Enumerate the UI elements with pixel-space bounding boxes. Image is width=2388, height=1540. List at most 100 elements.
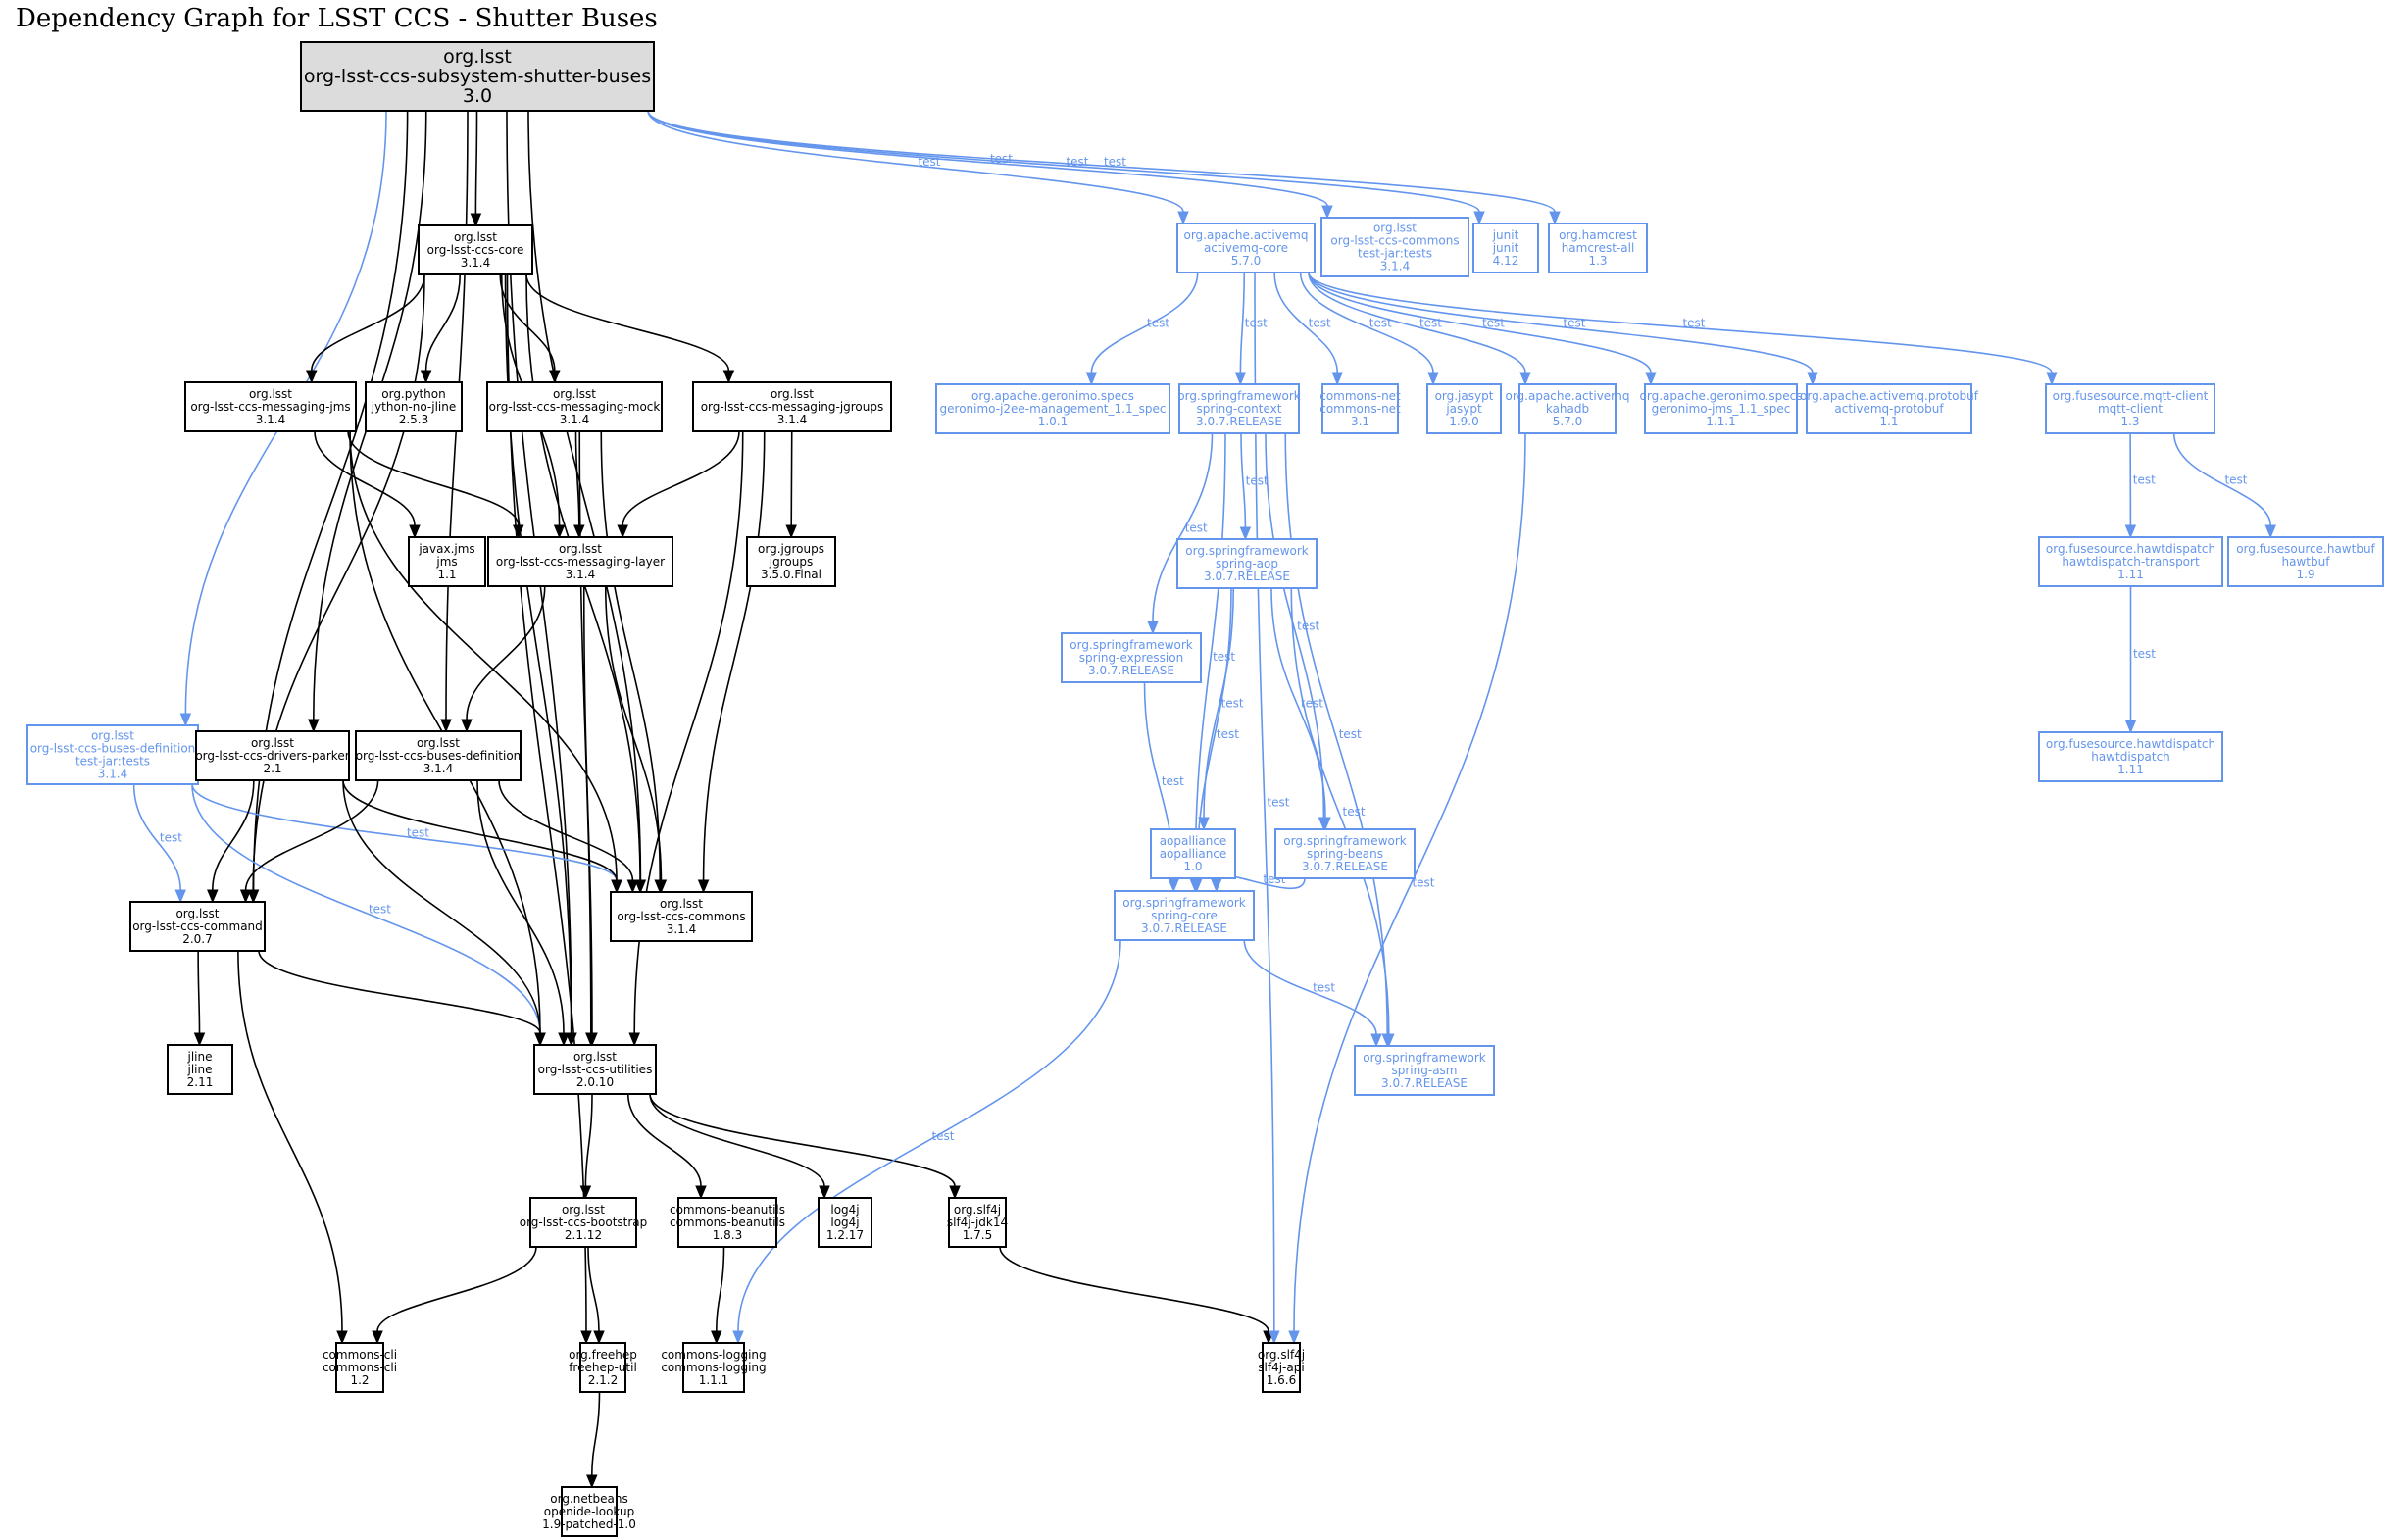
node-box [486,381,663,432]
edge-msgmock-to-msglayer [573,430,585,539]
node-springaop[interactable]: org.springframeworkspring-aop3.0.7.RELEA… [1176,538,1318,589]
node-hawtdispatch[interactable]: org.fusesource.hawtdispatchhawtdispatch1… [2038,731,2223,782]
node-version: 1.1.1 [1706,415,1736,428]
edge-label: test [2133,647,2156,661]
node-busesdeftest[interactable]: org.lsstorg-lsst-ccs-buses-definitiontes… [26,724,199,785]
node-protobuf[interactable]: org.apache.activemq.protobufactivemq-pro… [1800,383,1979,434]
node-root[interactable]: org.lsstorg-lsst-ccs-subsystem-shutter-b… [300,41,655,112]
edge-beanutils-to-logging [711,1246,725,1345]
node-msglayer[interactable]: org.lsstorg-lsst-ccs-messaging-layer3.1.… [487,536,673,587]
edge-line [647,110,1480,213]
edge-core-to-jython [420,273,462,384]
node-box [677,1197,777,1248]
node-hdtransport[interactable]: org.fusesource.hawtdispatchhawtdispatch-… [2038,536,2223,587]
edge-line [584,1093,593,1187]
edge-label: test [1245,317,1268,330]
node-busesdef[interactable]: org.lsstorg-lsst-ccs-buses-definition3.1… [355,730,522,781]
node-artifact: org-lsst-ccs-messaging-jgroups [701,400,884,414]
edge-label: test [1412,876,1434,890]
node-openide[interactable]: org.netbeansopenide-lookup1.9-patched-1.… [542,1486,636,1537]
node-artifact: jython-no-jline [371,400,457,414]
edge-arrowhead [1288,1330,1300,1345]
edge-bootstrap-to-freehep [587,1246,605,1345]
edge-line [2172,432,2271,526]
node-msgjgroups[interactable]: org.lsstorg-lsst-ccs-messaging-jgroups3.… [692,381,892,432]
node-group: org.slf4j [1258,1348,1305,1362]
edge-utilities-to-log4j [649,1093,830,1200]
node-version: 2.1.2 [588,1373,619,1387]
node-box [487,536,673,587]
edge-core-to-command [247,273,425,904]
node-commonstest[interactable]: org.lsstorg-lsst-ccs-commonstest-jar:tes… [1320,217,1469,277]
edge-line [376,1246,537,1332]
edge-line [1284,432,1388,1035]
edge-amqcore-to-slf4japi: test [1254,272,1290,1345]
edge-arrowhead [1319,817,1331,831]
node-box [692,381,892,432]
node-artifact: slf4j-api [1258,1361,1304,1374]
edge-arrowhead [558,1032,570,1047]
node-springexpr[interactable]: org.springframeworkspring-expression3.0.… [1061,632,1202,683]
node-group: org.apache.geronimo.specs [1640,389,1803,403]
node-version: 3.0.7.RELEASE [1302,860,1388,873]
node-jmsspec[interactable]: org.apache.geronimo.specsgeronimo-jms_1.… [1640,383,1803,434]
node-springasm[interactable]: org.springframeworkspring-asm3.0.7.RELEA… [1354,1045,1495,1096]
node-box [418,224,533,275]
node-version: 1.2.17 [826,1228,864,1242]
edge-arrowhead [174,889,186,904]
edge-arrowhead [573,524,585,539]
edge-label: test [407,826,429,840]
node-artifact: hawtbuf [2282,555,2331,569]
edge-root-to-core [470,110,482,227]
edge-line [1270,587,1326,819]
edge-msglayer-to-utilities [582,585,598,1047]
edge-amqcore-to-jasypt: test [1299,272,1439,386]
node-artifact: spring-asm [1392,1064,1458,1077]
node-j2eemgmt[interactable]: org.apache.geronimo.specsgeronimo-j2ee-m… [935,383,1170,434]
edge-arrowhead [1645,372,1657,386]
node-group: org.springframework [1070,638,1193,652]
node-version: 3.0.7.RELEASE [1381,1076,1468,1090]
node-springctx[interactable]: org.springframeworkspring-context3.0.7.R… [1177,383,1301,434]
node-springbeans[interactable]: org.springframeworkspring-beans3.0.7.REL… [1274,828,1416,879]
edge-parker-to-command [207,779,255,904]
node-box [1114,890,1255,941]
node-box [1426,383,1502,434]
node-box [355,730,522,781]
edge-arrowhead [1269,1330,1280,1345]
edge-label: test [369,903,391,917]
edge-arrowhead [819,1185,830,1200]
node-group: org.apache.activemq [1183,228,1308,242]
edge-arrowhead [593,1330,605,1345]
node-version: 2.5.3 [399,413,429,426]
node-springcore[interactable]: org.springframeworkspring-core3.0.7.RELE… [1114,890,1255,941]
